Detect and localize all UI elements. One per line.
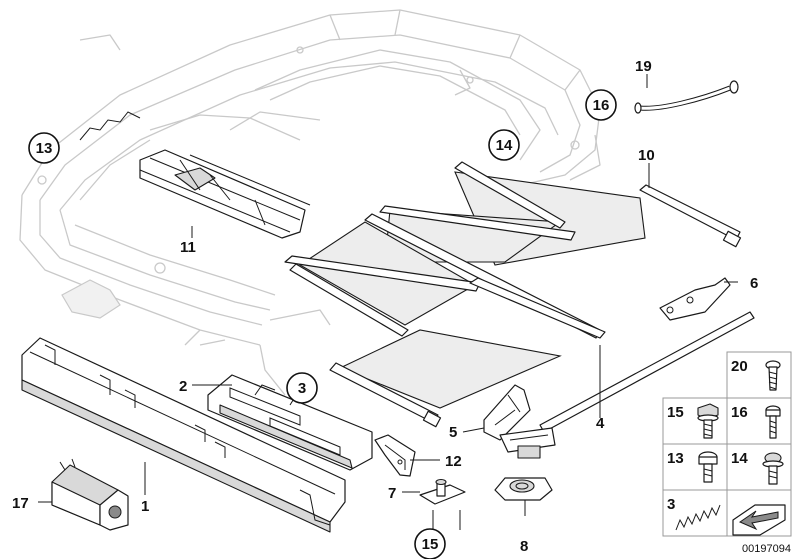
arrow-symbol-icon	[732, 504, 786, 536]
bracket-5	[483, 384, 531, 441]
legend-14: 14	[731, 450, 748, 467]
legend-3: 3	[667, 496, 675, 513]
fastener-legend: 20 15 16 13 14	[662, 351, 792, 537]
spring-icon	[675, 504, 721, 531]
rail-11	[79, 111, 311, 239]
callout-12: 12	[445, 453, 462, 470]
handle-panel-2	[207, 374, 373, 471]
sunblinds-10	[284, 161, 742, 428]
cable-4	[499, 311, 755, 459]
callout-6: 6	[750, 275, 758, 292]
washer-screw-icon	[762, 452, 784, 485]
legend-16: 16	[731, 404, 748, 421]
callout-8: 8	[520, 538, 528, 555]
callout-5: 5	[449, 424, 457, 441]
bracket-12	[374, 434, 416, 477]
callout-14-circled: 14	[496, 137, 513, 154]
circled-callouts: 13 14 16 3 15	[28, 89, 617, 559]
gear-housing-8	[494, 477, 553, 501]
callout-10: 10	[638, 147, 655, 164]
screw-icon	[765, 360, 781, 391]
lever-6	[659, 277, 731, 321]
document-number: 00197094	[742, 543, 791, 555]
motor-17	[51, 458, 129, 531]
roof-frame-ghost	[19, 9, 601, 396]
callout-11: 11	[180, 239, 196, 256]
hose-19	[634, 80, 739, 114]
callouts: 11 10 6 4 5 2 12 7 8 1 17 19	[12, 58, 758, 555]
legend-15: 15	[667, 404, 684, 421]
pan-screw-icon	[698, 451, 718, 483]
callout-19: 19	[635, 58, 652, 75]
callout-1: 1	[141, 498, 149, 515]
legend-20: 20	[731, 358, 748, 375]
callout-2: 2	[179, 378, 187, 395]
callout-3-circled: 3	[298, 380, 306, 397]
torx-screw-icon	[765, 405, 781, 439]
bolt-7	[419, 478, 466, 505]
callout-7: 7	[388, 485, 396, 502]
callout-16-circled: 16	[593, 97, 610, 114]
leader-lines	[38, 74, 738, 530]
cover-panel-1	[21, 337, 346, 533]
callout-17: 17	[12, 495, 29, 512]
callout-15-circled: 15	[422, 536, 439, 553]
callout-4: 4	[596, 415, 605, 432]
legend-13: 13	[667, 450, 684, 467]
callout-13-circled: 13	[36, 140, 53, 157]
flange-bolt-icon	[697, 403, 719, 439]
